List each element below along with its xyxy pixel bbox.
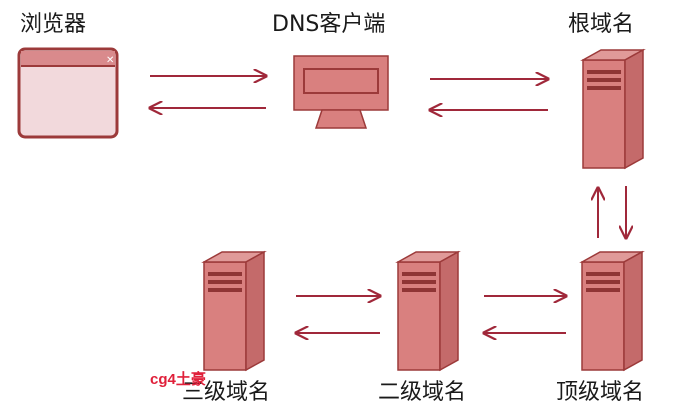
browser-label: 浏览器 — [20, 12, 87, 37]
watermark-text: cg4土豪 — [150, 371, 206, 388]
top-level-domain-server-icon — [581, 251, 643, 371]
dns-client-monitor-icon — [293, 55, 389, 129]
svg-text:✕: ✕ — [106, 55, 114, 66]
third-level-domain-label: 三级域名 — [182, 380, 271, 405]
top-level-domain-label: 顶级域名 — [556, 380, 645, 405]
dns-client-label: DNS客户端 — [272, 12, 386, 37]
browser-window-icon: ✕ — [17, 47, 119, 139]
third-level-domain-server-icon — [203, 251, 265, 371]
root-domain-server-icon — [582, 49, 644, 169]
root-domain-label: 根域名 — [568, 12, 635, 37]
second-level-domain-server-icon — [397, 251, 459, 371]
second-level-domain-label: 二级域名 — [378, 380, 467, 405]
